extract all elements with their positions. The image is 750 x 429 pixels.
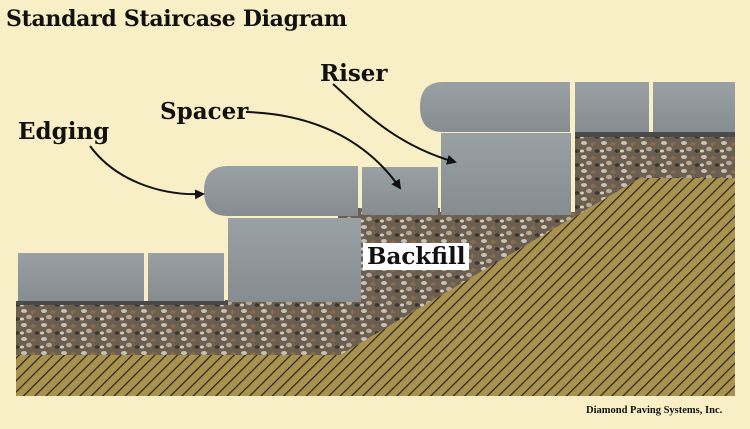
base-line-upper [575, 132, 735, 137]
top-tread-stone [575, 82, 649, 132]
top-edging-stone [420, 82, 570, 132]
edging-stone [204, 166, 358, 216]
edging-arrow [89, 145, 205, 200]
riser-arrow [332, 83, 457, 165]
spacer-label: Spacer [160, 98, 249, 125]
riser-block-upper [441, 133, 571, 215]
spacer-arrow [245, 111, 402, 190]
credit-text: Diamond Paving Systems, Inc. [586, 405, 723, 416]
soil-layer [16, 178, 735, 396]
lower-tread-stone [148, 253, 224, 301]
edging-label: Edging [18, 118, 110, 145]
spacer-stone [362, 167, 438, 215]
top-tread-stone [653, 82, 735, 132]
riser-label: Riser [320, 60, 388, 87]
backfill-label: Backfill [363, 243, 470, 270]
diagram-title: Standard Staircase Diagram [6, 6, 347, 32]
base-line-lower [16, 301, 228, 305]
lower-tread-stone [18, 253, 144, 301]
riser-block-lower [228, 218, 361, 302]
